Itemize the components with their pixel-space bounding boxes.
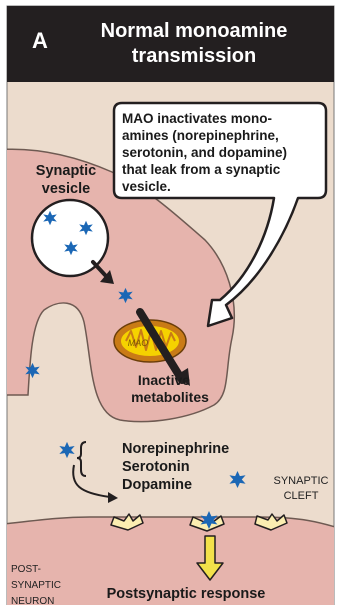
nt-dopamine: Dopamine <box>122 477 192 493</box>
callout-line-2: amines (norepinephrine, <box>122 128 279 143</box>
callout-line-5: vesicle. <box>122 179 171 194</box>
cleft-label-2: CLEFT <box>284 490 319 502</box>
title-bar <box>7 6 334 82</box>
post-label-3: NEURON <box>11 596 54 605</box>
callout-line-4: that leak from a synaptic <box>122 162 281 177</box>
callout-line-3: serotonin, and dopamine) <box>122 145 287 160</box>
inactive-label-2: metabolites <box>131 389 209 405</box>
mao-label: MAO <box>128 338 149 348</box>
panel-letter: A <box>32 28 48 53</box>
panel-title-line1: Normal monoamine <box>101 20 288 42</box>
post-label-2: SYNAPTIC <box>11 580 61 591</box>
vesicle-label-1: Synaptic <box>36 163 96 179</box>
inactive-label-1: Inactive <box>138 372 190 388</box>
nt-norepinephrine: Norepinephrine <box>122 441 229 457</box>
response-label: Postsynaptic response <box>107 586 266 602</box>
post-label-1: POST- <box>11 564 41 575</box>
vesicle-label-2: vesicle <box>42 181 90 197</box>
callout-line-1: MAO inactivates mono- <box>122 111 272 126</box>
nt-serotonin: Serotonin <box>122 459 190 475</box>
cleft-label-1: SYNAPTIC <box>273 475 328 487</box>
panel-title-line2: transmission <box>132 45 256 67</box>
